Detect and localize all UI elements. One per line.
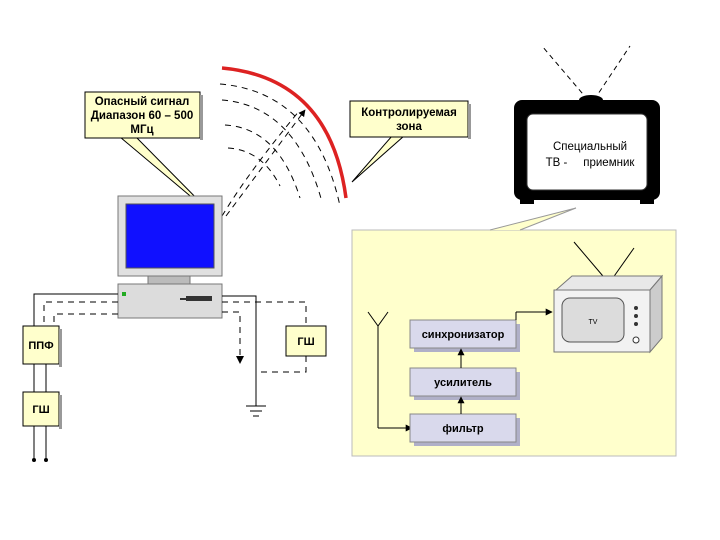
tv-screen-line-2: ТВ - приемник [546, 157, 636, 169]
zone-border-arc [221, 66, 348, 199]
zone-line-1: Контролируемая [361, 107, 457, 119]
tv-screen-line-1: Специальный [553, 141, 627, 153]
zone-line-2: зона [396, 121, 422, 133]
gsh-left-box: ГШ [22, 391, 62, 429]
controlled-zone-callout: Контролируемая зона [349, 100, 471, 183]
gsh-right-label: ГШ [297, 336, 314, 348]
arrow-down-icon [236, 356, 244, 364]
filter-box: фильтр [409, 413, 520, 446]
tv-set-icon: TV [553, 241, 664, 354]
antenna-icon [367, 311, 389, 428]
sync-box: синхронизатор [409, 319, 520, 352]
ppf-label: ППФ [28, 340, 53, 352]
ppf-box: ППФ [22, 325, 62, 367]
small-tv-label: TV [589, 319, 598, 326]
tv-callout-pointer [489, 207, 577, 231]
danger-line-1: Опасный сигнал [95, 96, 190, 108]
special-tv-receiver: Специальный ТВ - приемник [514, 45, 660, 204]
gsh-right-box: ГШ [285, 325, 327, 357]
danger-line-3: МГц [130, 124, 153, 136]
terminal-dot [44, 458, 48, 462]
crt-monitor-icon [117, 195, 223, 285]
system-unit-icon [117, 283, 223, 319]
ppf-gsh-wires [33, 364, 47, 458]
amp-box: усилитель [409, 367, 520, 400]
sync-label: синхронизатор [422, 329, 505, 341]
filter-label: фильтр [442, 423, 484, 435]
gsh-left-label: ГШ [32, 404, 49, 416]
terminal-dot [32, 458, 36, 462]
amp-label: усилитель [434, 377, 492, 389]
ground-icon [246, 405, 266, 417]
radiation-arrow [225, 109, 306, 217]
radiation-waves [219, 83, 341, 217]
danger-line-2: Диапазон 60 – 500 [91, 110, 194, 122]
pc-wiring [33, 293, 307, 406]
